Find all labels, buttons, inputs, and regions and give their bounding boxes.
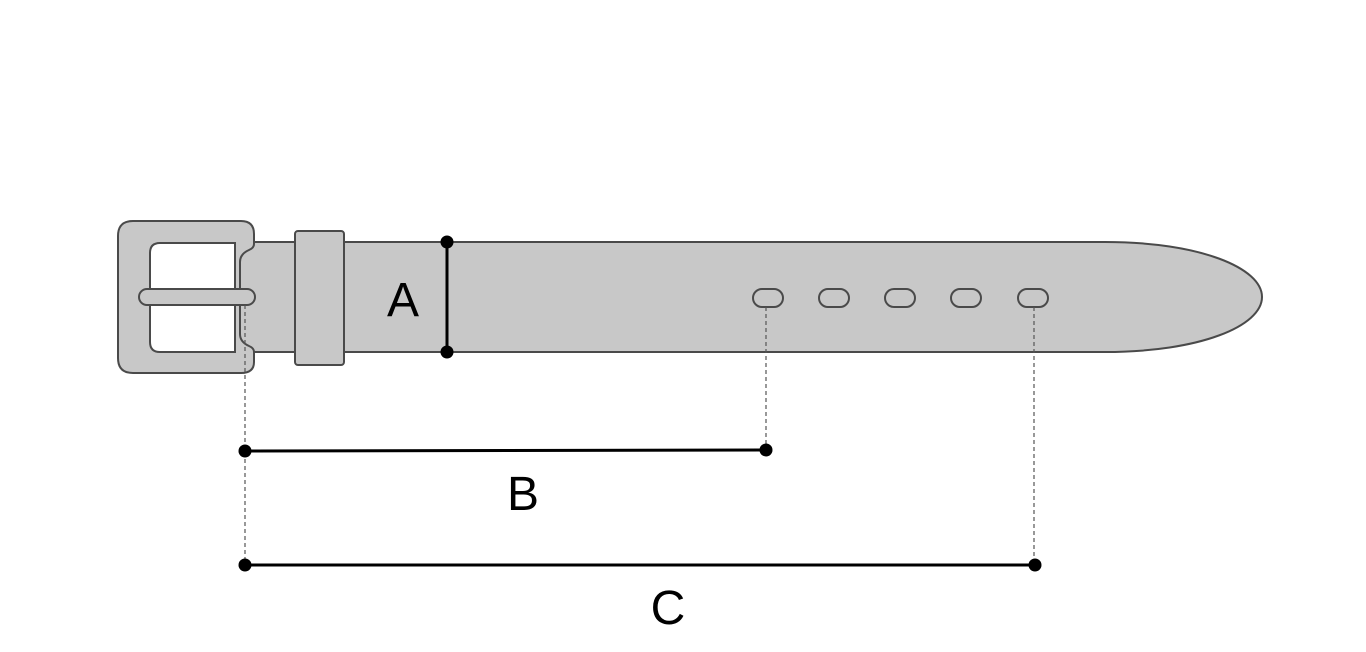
dimension-a: A bbox=[387, 235, 454, 359]
dimension-b-line bbox=[244, 448, 767, 453]
belt-hole bbox=[818, 288, 850, 308]
belt-hole bbox=[950, 288, 982, 308]
dimension-a-bottom-endpoint bbox=[440, 345, 454, 359]
dimension-a-top-endpoint bbox=[440, 235, 454, 249]
dimension-b-start-endpoint bbox=[238, 444, 252, 458]
dimension-b-label: B bbox=[507, 468, 539, 521]
dimension-c-label: C bbox=[651, 582, 686, 635]
belt-hole bbox=[1017, 288, 1049, 308]
dimension-b: B bbox=[238, 443, 773, 521]
dimension-c: C bbox=[238, 558, 1042, 635]
belt-hole bbox=[752, 288, 784, 308]
buckle-pin bbox=[138, 288, 256, 306]
dimension-c-end-endpoint bbox=[1028, 558, 1042, 572]
belt-hole bbox=[884, 288, 916, 308]
dimension-c-start-endpoint bbox=[238, 558, 252, 572]
belt-strap bbox=[237, 241, 1264, 353]
dimension-a-label: A bbox=[387, 274, 419, 327]
belt-keeper bbox=[294, 230, 345, 366]
dimension-b-end-endpoint bbox=[759, 443, 773, 457]
